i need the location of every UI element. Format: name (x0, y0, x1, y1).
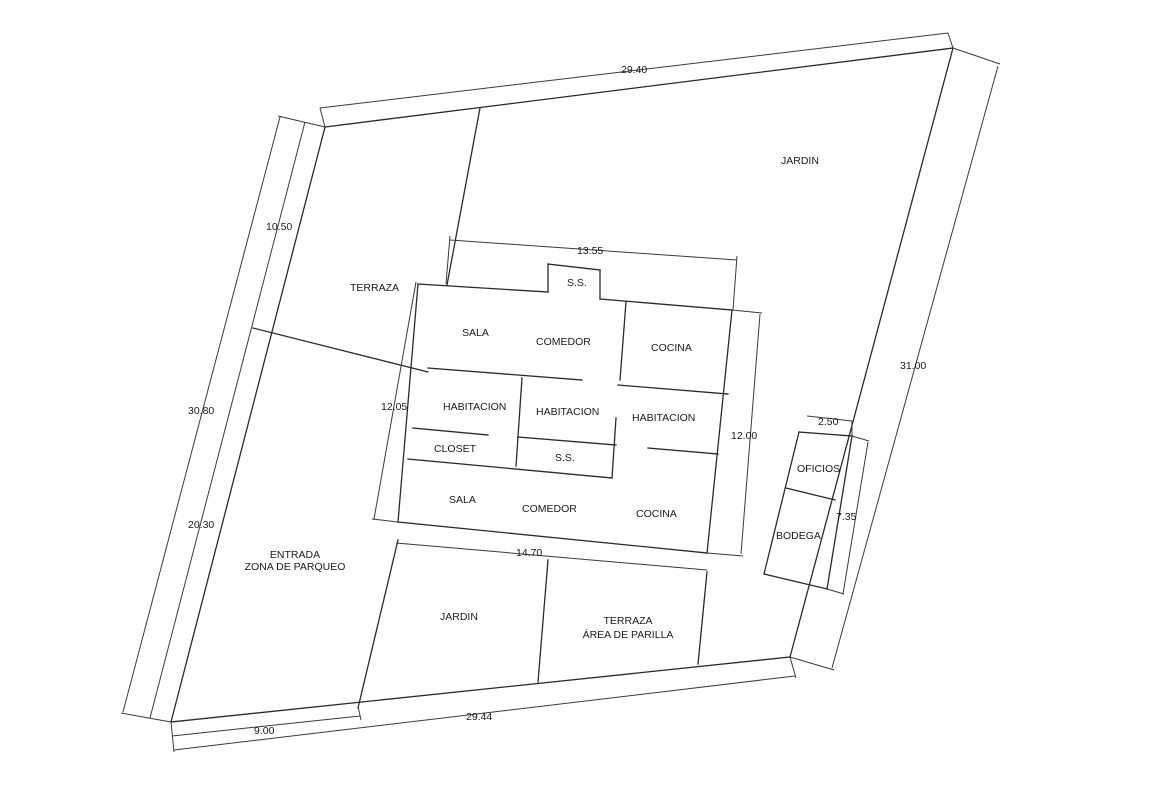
room-label-jardin-bottom: JARDIN (440, 611, 478, 623)
dim-label-annex-height: 7.35 (836, 511, 857, 523)
room-label-cocina-bottom: COCINA (636, 508, 677, 520)
room-labels: JARDIN TERRAZA S.S. SALA COMEDOR COCINA … (245, 155, 841, 641)
room-label-entrada: ENTRADA (270, 549, 320, 561)
room-label-comedor-top: COMEDOR (536, 336, 591, 348)
lot-boundary (170, 47, 954, 723)
dim-label-house-right: 12.00 (731, 430, 757, 442)
dimension-lines (120, 32, 1001, 753)
dim-label-top: 29.40 (621, 64, 647, 76)
room-label-sala-top: SALA (462, 327, 489, 339)
dim-label-house-top: 13.55 (577, 245, 603, 257)
room-label-comedor-bottom: COMEDOR (522, 503, 577, 515)
room-label-ss-top: S.S. (567, 277, 587, 289)
zone-dividers (252, 107, 708, 709)
house-walls (397, 263, 733, 554)
room-label-oficios: OFICIOS (797, 463, 840, 475)
room-label-jardin-top: JARDIN (781, 155, 819, 167)
room-label-habitacion-2: HABITACION (536, 406, 599, 418)
dim-label-annex-width: 2.50 (818, 416, 839, 428)
room-label-habitacion-1: HABITACION (443, 401, 506, 413)
dim-label-house-bottom: 14.70 (516, 547, 542, 559)
room-label-bodega: BODEGA (776, 530, 821, 542)
room-label-habitacion-3: HABITACION (632, 412, 695, 424)
dim-label-bottom-total: 29.44 (466, 711, 492, 723)
room-label-terraza-top: TERRAZA (350, 282, 399, 294)
dim-label-left-lower: 20.30 (188, 519, 214, 531)
dim-label-left-upper: 10.50 (266, 221, 292, 233)
room-label-area-parilla: ÁREA DE PARILLA (583, 628, 674, 641)
room-label-terraza-bottom: TERRAZA (603, 615, 652, 627)
room-label-ss-mid: S.S. (555, 452, 575, 464)
room-label-closet: CLOSET (434, 443, 477, 455)
annex-walls (763, 431, 853, 590)
room-label-cocina-top: COCINA (651, 342, 692, 354)
dim-label-left-total: 30.80 (188, 405, 214, 417)
dim-label-house-left: 12.05 (381, 401, 407, 413)
room-label-zona-parqueo: ZONA DE PARQUEO (245, 561, 346, 573)
dimension-labels: 29.40 31.00 30.80 10.50 20.30 29.44 9.00… (188, 64, 926, 737)
dim-label-bottom-left: 9.00 (254, 725, 275, 737)
room-label-sala-bottom: SALA (449, 494, 476, 506)
dim-label-right: 31.00 (900, 360, 926, 372)
